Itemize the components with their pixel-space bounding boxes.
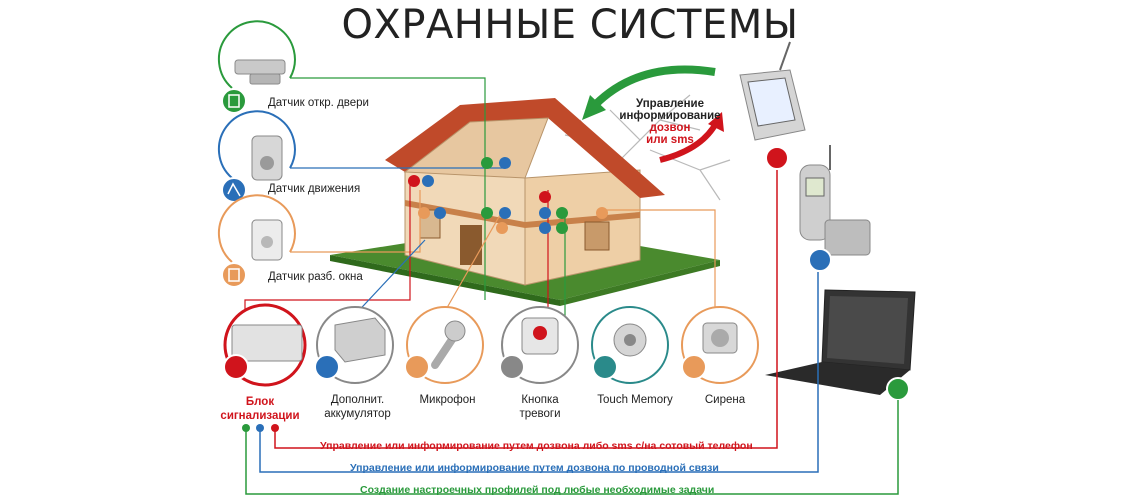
legend-red-text: Управление или информирование путем дозв… <box>320 440 753 452</box>
alarm-unit-label: Блок сигнализации <box>215 395 305 423</box>
door-sensor-card <box>217 20 296 114</box>
management-line3: дозвон <box>649 122 691 134</box>
panic-button-label-line1: Кнопка <box>521 394 559 406</box>
motion-sensor-card <box>217 110 296 203</box>
management-line4: или sms <box>646 134 694 146</box>
window-sensor-label: Датчик разб. окна <box>268 271 363 283</box>
management-line1: Управление <box>636 98 704 110</box>
battery-label: Дополнит. аккумулятор <box>310 393 405 421</box>
microphone-card <box>404 306 484 384</box>
laptop-device <box>765 289 916 401</box>
alarm-unit-label-line1: Блок <box>245 396 275 408</box>
tree-illustration <box>564 94 731 201</box>
desk-phone <box>799 145 871 272</box>
window-sensor-card <box>217 194 296 288</box>
battery-card <box>314 306 394 384</box>
management-arrows <box>582 65 724 163</box>
siren-label: Сирена <box>704 394 746 406</box>
panic-button-card <box>499 306 579 384</box>
page-title: ОХРАННЫЕ СИСТЕМЫ <box>341 2 799 48</box>
panic-button-label: Кнопка тревоги <box>500 393 580 421</box>
house-sensor-icons <box>408 157 608 234</box>
management-line2: информирование <box>619 110 721 122</box>
door-sensor-label: Датчик откр. двери <box>268 97 369 109</box>
battery-label-line2: аккумулятор <box>324 408 391 420</box>
alarm-unit-label-line2: сигнализации <box>220 410 300 422</box>
motion-sensor-label: Датчик движения <box>268 183 361 195</box>
legend-green-text: Создание настроечных профилей под любые … <box>360 484 715 496</box>
management-caption: Управление информирование дозвон или sms <box>615 98 725 146</box>
panic-button-label-line2: тревоги <box>519 408 561 420</box>
alarm-unit-card <box>223 303 307 387</box>
pda-device <box>739 41 806 170</box>
house-illustration <box>330 98 720 306</box>
touch-memory-label: Touch Memory <box>597 394 673 406</box>
siren-card <box>681 306 759 384</box>
microphone-label: Микрофон <box>419 394 476 406</box>
touch-memory-card <box>591 306 669 384</box>
battery-label-line1: Дополнит. <box>330 394 385 406</box>
legend-blue-text: Управление или информирование путем дозв… <box>350 462 719 474</box>
